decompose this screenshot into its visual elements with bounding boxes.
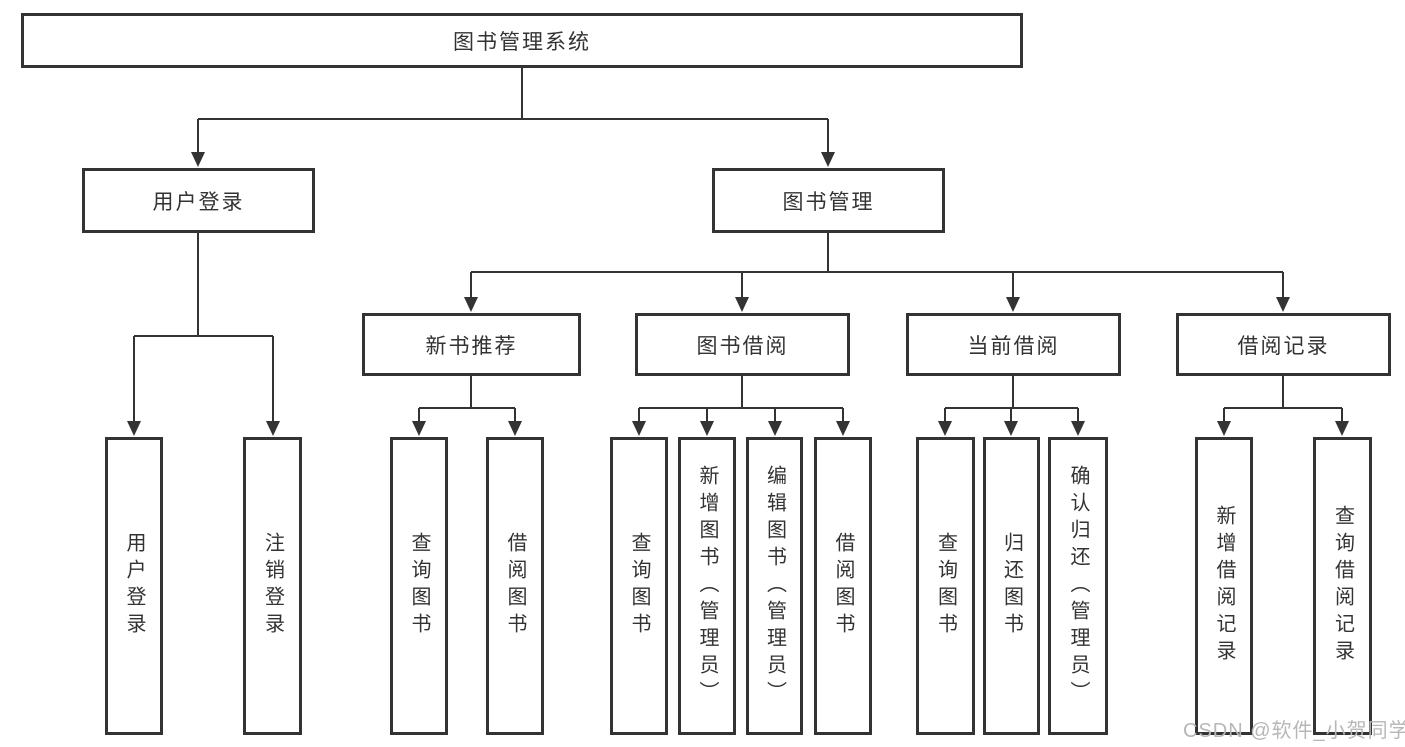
leaf-query-books-borrow-label: 查询图书 [628,532,650,640]
leaf-borrow-books-newbooks-label: 借阅图书 [504,532,526,640]
leaf-query-books-current: 查询图书 [916,437,975,735]
leaf-add-book-admin-label: 新增图书（管理员） [696,464,718,708]
leaf-confirm-return-admin-label: 确认归还（管理员） [1067,464,1089,708]
leaf-query-borrow-record: 查询借阅记录 [1313,437,1372,735]
watermark-text: CSDN @软件_小贺同学 [1183,720,1405,742]
node-book-borrow: 图书借阅 [635,313,850,376]
leaf-query-borrow-record-label: 查询借阅记录 [1331,505,1354,667]
node-user-login-label: 用户登录 [152,190,245,214]
connector-borrow-to-leaves [638,376,844,423]
leaf-borrow-books-borrow-label: 借阅图书 [832,532,854,640]
leaf-user-login: 用户登录 [105,437,163,735]
leaf-logout-label: 注销登录 [261,532,284,640]
leaf-user-login-label: 用户登录 [123,532,145,640]
arrowheads [127,152,1349,436]
node-new-book-recommend-label: 新书推荐 [425,334,518,358]
node-borrow-records-label: 借阅记录 [1237,334,1330,358]
node-borrow-records: 借阅记录 [1176,313,1391,376]
leaf-logout: 注销登录 [243,437,302,735]
leaf-confirm-return-admin: 确认归还（管理员） [1048,437,1108,735]
leaf-add-borrow-record-label: 新增借阅记录 [1213,505,1235,667]
node-book-management: 图书管理 [712,168,945,233]
leaf-query-books-borrow: 查询图书 [610,437,668,735]
leaf-edit-book-admin-label: 编辑图书（管理员） [763,464,786,708]
node-user-login: 用户登录 [82,168,315,233]
leaf-query-books-newbooks: 查询图书 [390,437,448,735]
connector-current-to-leaves [944,376,1079,423]
node-root-label: 图书管理系统 [453,30,591,54]
leaf-add-borrow-record: 新增借阅记录 [1195,437,1253,735]
node-current-borrow: 当前借阅 [906,313,1121,376]
node-book-borrow-label: 图书借阅 [696,334,789,358]
node-book-management-label: 图书管理 [782,190,875,214]
leaf-add-book-admin: 新增图书（管理员） [678,437,736,735]
node-current-borrow-label: 当前借阅 [967,334,1060,358]
leaf-edit-book-admin: 编辑图书（管理员） [746,437,803,735]
leaf-query-books-current-label: 查询图书 [934,532,957,640]
connector-records-to-leaves [1223,376,1343,423]
leaf-borrow-books-newbooks: 借阅图书 [486,437,544,735]
node-root: 图书管理系统 [21,13,1023,68]
leaf-return-book-label: 归还图书 [1000,532,1023,640]
leaf-return-book: 归还图书 [983,437,1040,735]
connector-bookmgmt-to-level3 [470,233,1284,299]
node-new-book-recommend: 新书推荐 [362,313,581,376]
leaf-query-books-newbooks-label: 查询图书 [408,532,430,640]
connector-root-to-level2 [197,68,829,154]
connector-userlogin-to-leaves [133,233,274,423]
connector-newbooks-to-leaves [418,376,516,423]
leaf-borrow-books-borrow: 借阅图书 [814,437,872,735]
